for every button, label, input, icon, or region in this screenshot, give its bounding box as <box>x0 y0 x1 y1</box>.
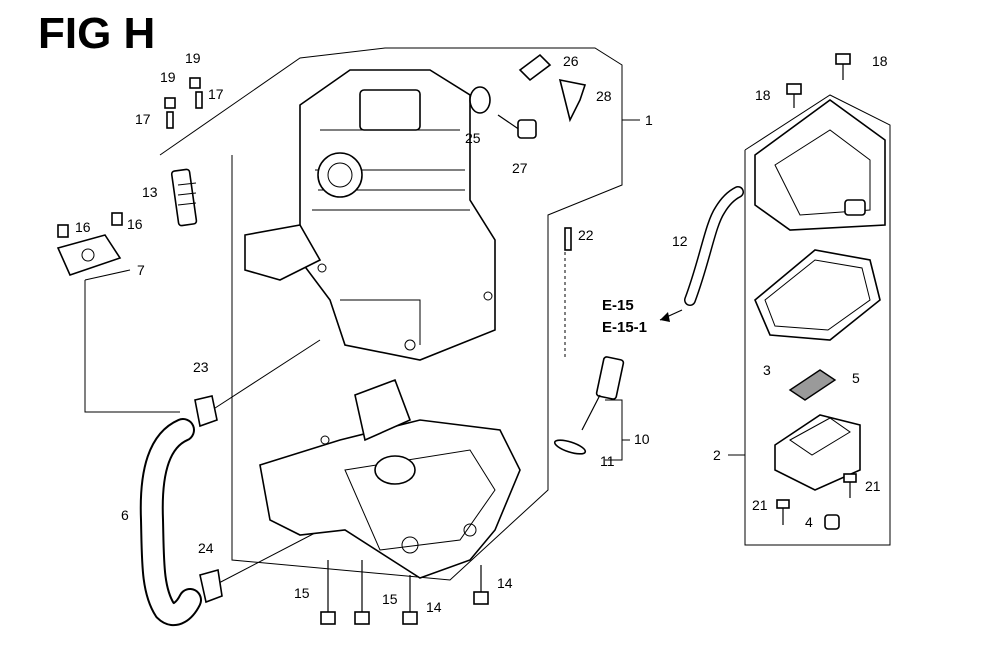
cover-group-outline <box>744 94 891 546</box>
callout-12: 12 <box>672 233 688 249</box>
cylinder-block <box>244 69 496 361</box>
spark-plug-13 <box>170 168 198 227</box>
breather-tube-12 <box>684 186 744 306</box>
callout-18-a: 18 <box>755 87 771 103</box>
head-cover <box>754 99 886 231</box>
seal-5 <box>788 369 837 401</box>
cylinder-group-outline <box>159 47 623 581</box>
crankcase <box>259 378 521 579</box>
callout-27: 27 <box>512 160 528 176</box>
callout-labels: 1 2 3 4 5 6 7 10 11 12 13 14 14 15 15 16… <box>75 50 888 615</box>
leader-7b <box>84 269 131 281</box>
callout-3: 3 <box>763 362 771 378</box>
callout-19-a: 19 <box>160 69 176 85</box>
leader-7-to-6 <box>84 280 180 413</box>
callout-5: 5 <box>852 370 860 386</box>
callout-22: 22 <box>578 227 594 243</box>
bolt-27 <box>497 114 537 139</box>
clamp-23 <box>194 395 218 428</box>
callout-17-b: 17 <box>208 86 224 102</box>
callout-13: 13 <box>142 184 158 200</box>
callout-14-b: 14 <box>426 599 442 615</box>
callout-24: 24 <box>198 540 214 556</box>
callout-4: 4 <box>805 514 813 530</box>
breather-2 <box>774 414 861 491</box>
callout-16-b: 16 <box>127 216 143 232</box>
callout-2: 2 <box>713 447 721 463</box>
figure-title: FIG H <box>38 9 155 58</box>
bolts <box>57 53 857 625</box>
holder-26 <box>518 53 552 82</box>
reference-e15[interactable]: E-15 E-15-1 <box>602 297 683 336</box>
callout-17-a: 17 <box>135 111 151 127</box>
tube-6 <box>139 418 202 627</box>
callout-19-b: 19 <box>185 50 201 66</box>
reference-e15-line2: E-15-1 <box>602 319 647 336</box>
callout-18-b: 18 <box>872 53 888 69</box>
callout-6: 6 <box>121 507 129 523</box>
fitting-25 <box>469 86 491 114</box>
callout-21-b: 21 <box>865 478 881 494</box>
callout-28: 28 <box>596 88 612 104</box>
callout-1: 1 <box>645 112 653 128</box>
leader-23 <box>211 339 321 411</box>
cover-gasket <box>754 249 881 341</box>
callout-14-a: 14 <box>497 575 513 591</box>
callout-15-a: 15 <box>294 585 310 601</box>
callout-16-a: 16 <box>75 219 91 235</box>
callout-26: 26 <box>563 53 579 69</box>
reference-e15-line1: E-15 <box>602 297 634 314</box>
plate-7 <box>56 234 122 276</box>
callout-15-b: 15 <box>382 591 398 607</box>
sensor-10 <box>581 356 625 431</box>
callout-21-a: 21 <box>752 497 768 513</box>
lever-28 <box>558 78 587 123</box>
reference-arrow-head <box>660 312 670 322</box>
o-ring-11 <box>553 439 587 455</box>
group-outlines <box>84 47 891 586</box>
callout-11: 11 <box>600 453 615 469</box>
callout-7: 7 <box>137 262 145 278</box>
callout-25: 25 <box>465 130 481 146</box>
clamp-24 <box>199 568 223 604</box>
callout-23: 23 <box>193 359 209 375</box>
bracket-10 <box>605 399 623 461</box>
callout-10: 10 <box>634 431 650 447</box>
